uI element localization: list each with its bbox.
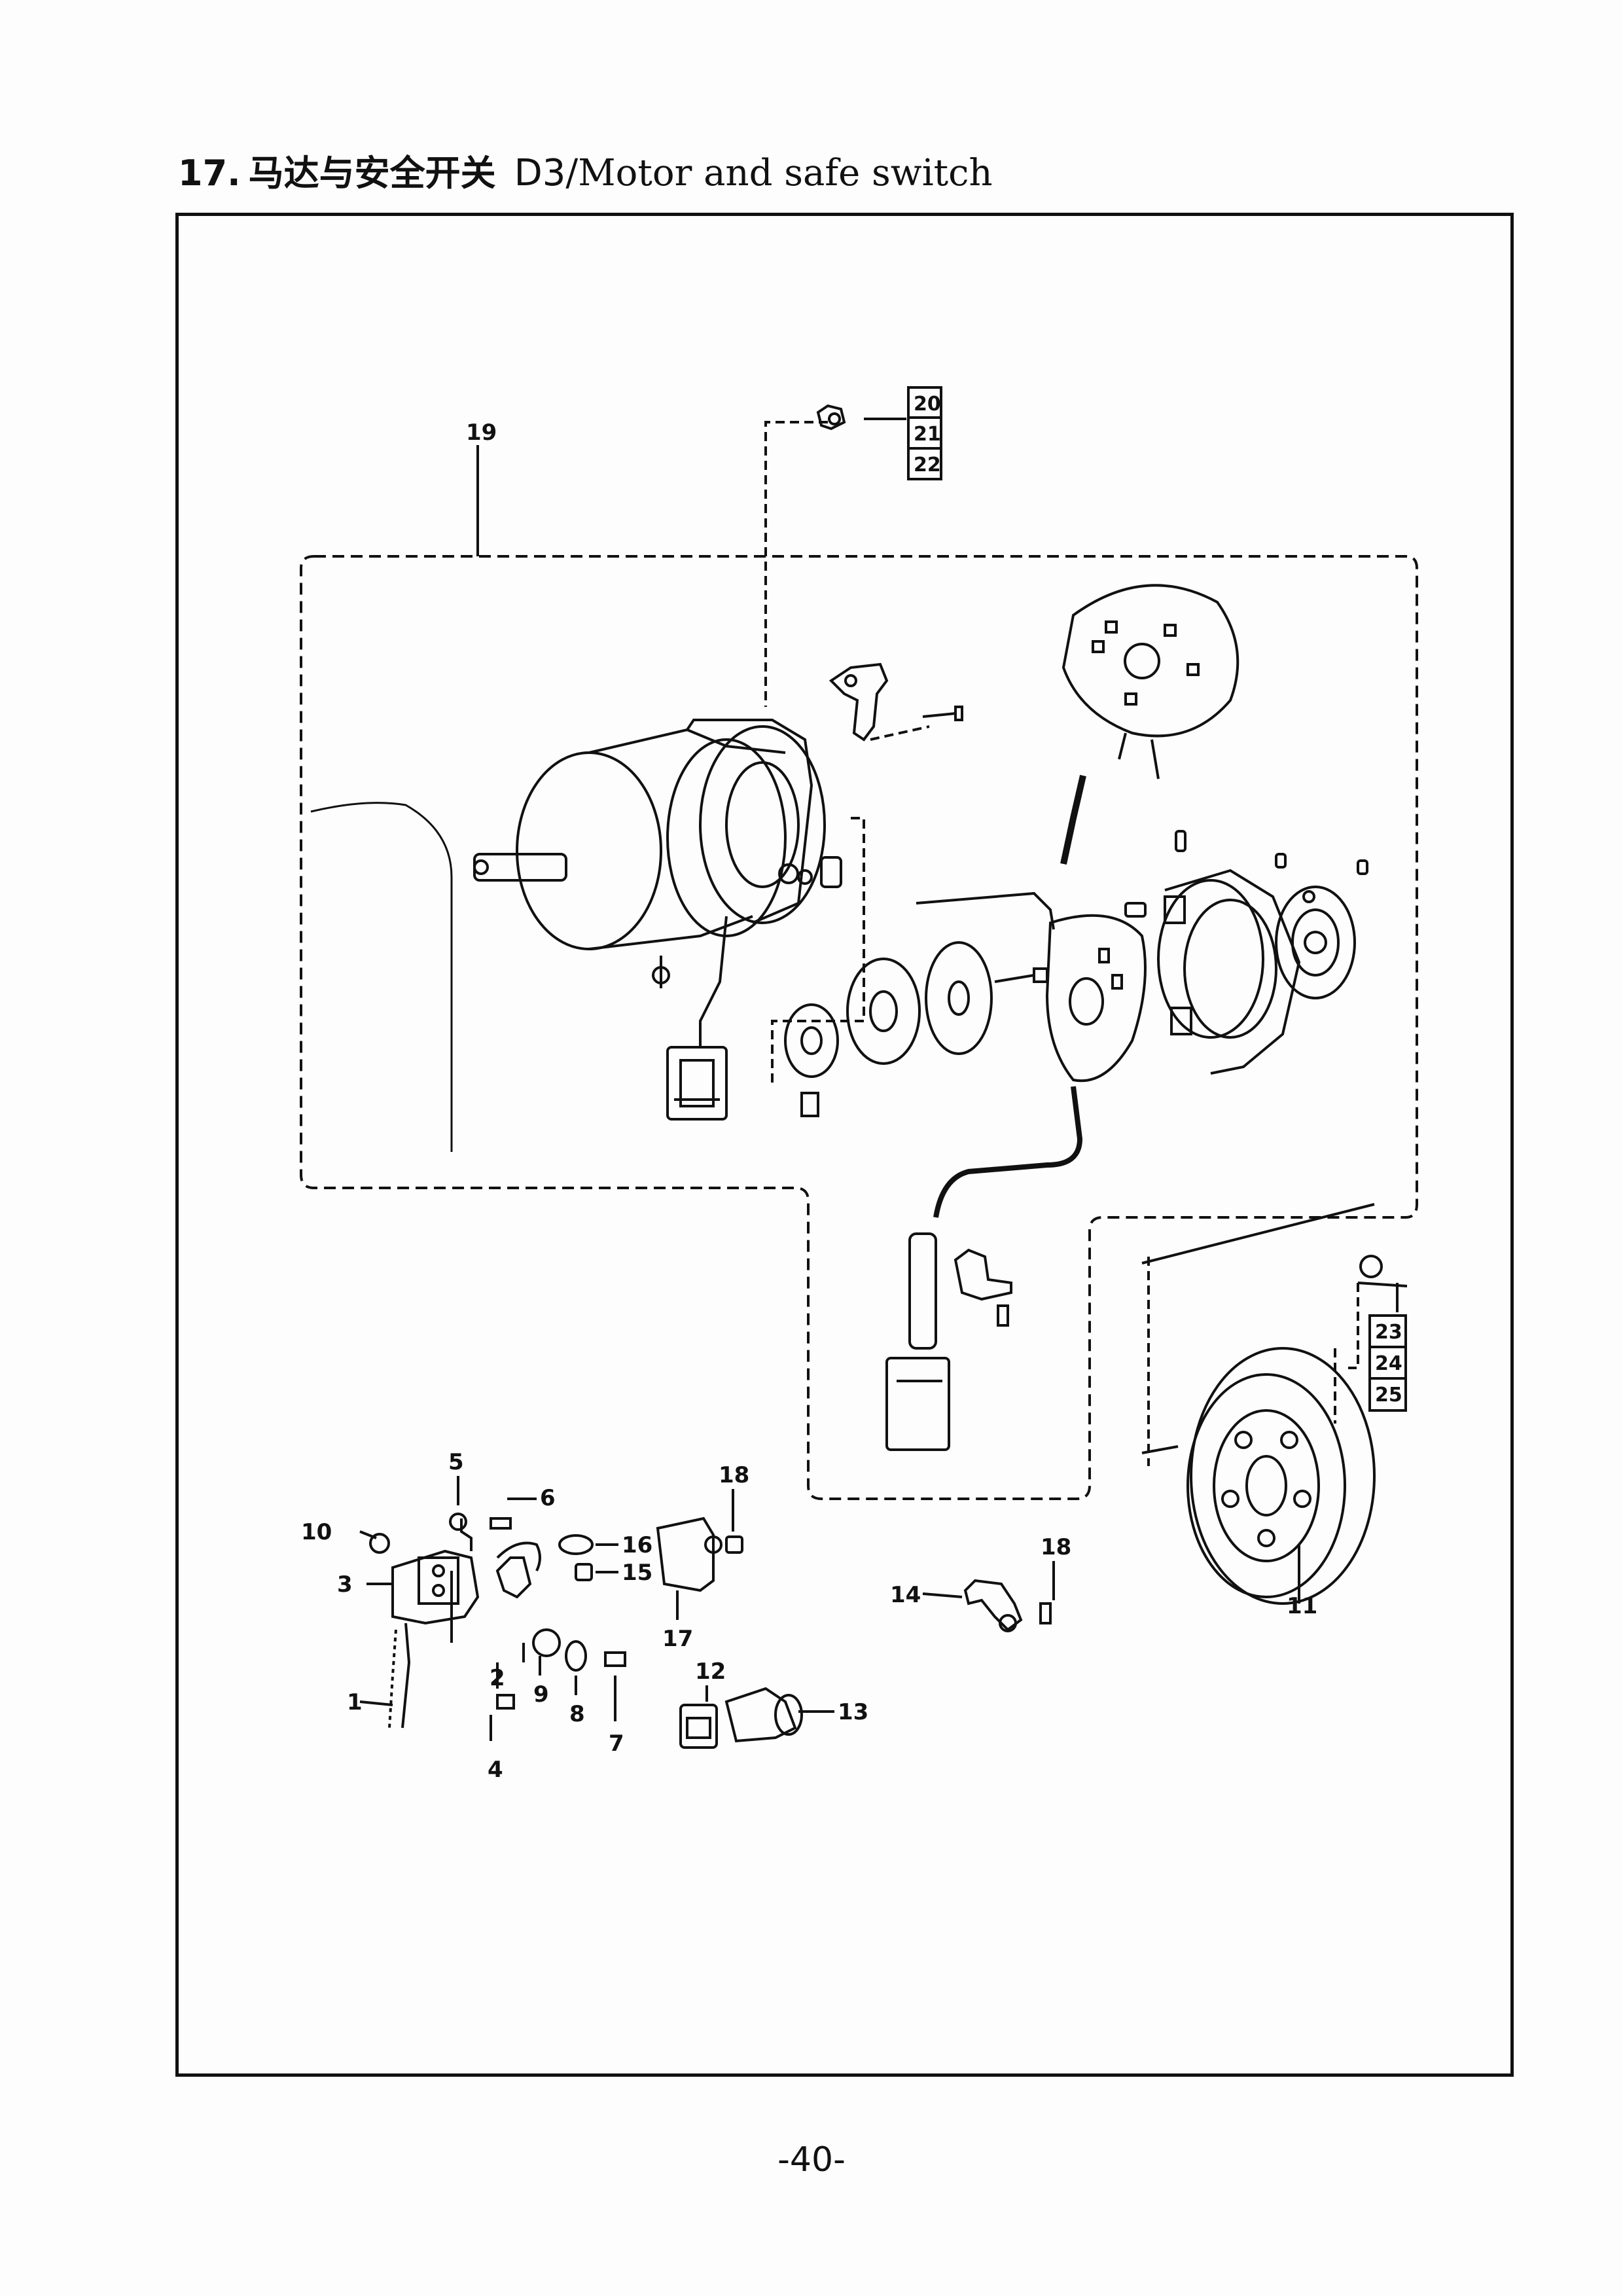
screw-20-22 xyxy=(816,404,846,431)
motor-end-cap xyxy=(1275,886,1356,999)
label-1: 1 xyxy=(347,1689,363,1715)
section-title-chinese: 马达与安全开关 xyxy=(248,152,496,194)
label-19: 19 xyxy=(466,420,497,446)
label-7: 7 xyxy=(609,1731,624,1757)
label-23: 23 xyxy=(1375,1321,1402,1344)
label-25: 25 xyxy=(1375,1384,1402,1407)
motor-connector xyxy=(666,1046,728,1121)
label-8: 8 xyxy=(569,1701,585,1727)
label-12: 12 xyxy=(695,1659,726,1685)
connector-12 xyxy=(679,1704,718,1749)
label-24: 24 xyxy=(1375,1352,1402,1375)
label-9: 9 xyxy=(533,1681,549,1708)
brake-bracket xyxy=(829,662,889,742)
label-2: 2 xyxy=(490,1665,505,1691)
label-3: 3 xyxy=(337,1571,353,1598)
section-title: 17. 马达与安全开关 D3/Motor and safe switch xyxy=(178,144,993,209)
cable-clamp xyxy=(954,1248,1012,1301)
switch-cover-plate xyxy=(656,1516,715,1592)
coupling-discs xyxy=(784,941,993,1117)
sensor-plate xyxy=(1045,914,1147,1083)
section-code: D3 xyxy=(514,152,566,194)
assembly-outline xyxy=(300,555,1418,1500)
label-13: 13 xyxy=(838,1699,868,1725)
label-6: 6 xyxy=(540,1485,556,1511)
label-18-a: 18 xyxy=(719,1462,749,1488)
clamp-14 xyxy=(963,1579,1023,1632)
label-14: 14 xyxy=(890,1582,921,1608)
label-box-23-25 xyxy=(1368,1314,1407,1412)
encoder-disk xyxy=(1061,584,1240,780)
safe-switch-assembly xyxy=(369,1513,626,1729)
label-4: 4 xyxy=(488,1757,503,1783)
section-number: 17. xyxy=(178,152,241,194)
pulley-wheel xyxy=(1186,1347,1376,1605)
label-16: 16 xyxy=(622,1532,652,1558)
label-15: 15 xyxy=(622,1560,652,1586)
label-11: 11 xyxy=(1287,1593,1317,1619)
machine-body-outline xyxy=(310,802,453,1152)
label-21: 21 xyxy=(914,423,941,446)
label-10: 10 xyxy=(301,1519,332,1545)
motor-assembly xyxy=(473,719,826,1047)
label-5: 5 xyxy=(448,1449,464,1475)
label-18-b: 18 xyxy=(1041,1534,1071,1560)
label-20: 20 xyxy=(914,393,941,416)
section-title-english: /Motor and safe switch xyxy=(565,152,993,194)
motor-rotor-housing xyxy=(1157,869,1301,1075)
diagram-frame xyxy=(175,213,1514,2077)
label-17: 17 xyxy=(662,1626,693,1652)
label-22: 22 xyxy=(914,454,941,476)
page-number: -40- xyxy=(777,2140,846,2179)
label-box-20-22 xyxy=(907,386,942,480)
connector-13 xyxy=(724,1687,797,1743)
